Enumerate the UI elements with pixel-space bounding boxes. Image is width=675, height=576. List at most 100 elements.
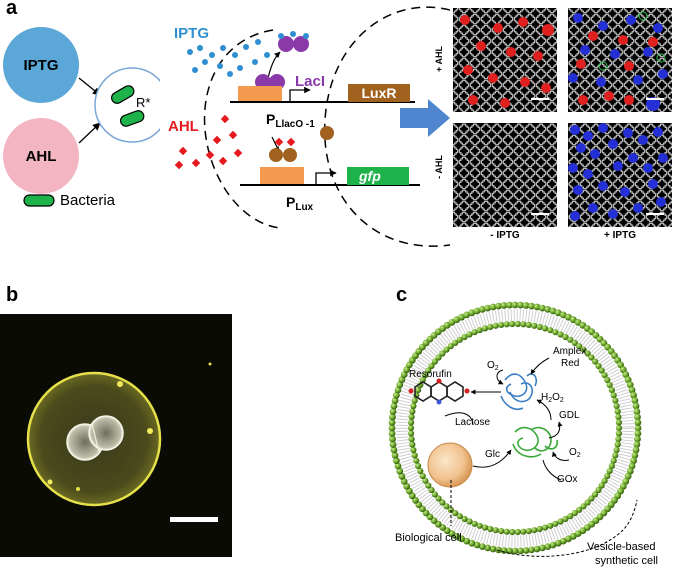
lipid-head-outer <box>398 376 406 384</box>
lipid-head-outer <box>628 462 636 470</box>
lipid-head-outer <box>631 452 639 459</box>
lipid-head-outer <box>634 413 641 421</box>
cell-outline-right <box>324 6 450 247</box>
lipid-head-outer <box>396 467 404 475</box>
lipid-head-inner <box>471 329 478 336</box>
lipid-head-inner <box>435 354 442 361</box>
fluor-spot-3 <box>47 479 53 485</box>
lipid-head-inner <box>410 402 417 410</box>
lipid-head-inner <box>552 329 559 336</box>
lipid-head-inner <box>514 320 521 328</box>
grid-row-label-minus-ahl: - AHL <box>434 155 444 179</box>
lipid-head-outer <box>393 391 400 399</box>
lipid-head-outer <box>517 547 524 555</box>
lipid-head-inner <box>408 430 415 437</box>
biological-cell-sphere <box>427 442 473 488</box>
lipid-head-inner <box>408 413 415 420</box>
lipid-head-inner <box>408 419 415 426</box>
lipid-head-outer <box>495 302 502 310</box>
ahl-circle <box>3 118 79 194</box>
o2-top-label: O2 <box>487 360 499 372</box>
lipid-head-outer <box>390 446 398 454</box>
lipid-head-inner <box>598 367 605 374</box>
gfp-box <box>347 167 409 185</box>
lipid-head-outer <box>549 307 557 315</box>
bacterium-1 <box>111 85 135 104</box>
lipid-head-inner <box>592 358 599 365</box>
promoter-llaco-label: PLlacO -1 <box>266 111 315 130</box>
lipid-head-inner <box>471 520 478 527</box>
amplex-label-2: Red <box>561 358 579 369</box>
lipid-head-outer <box>473 541 481 549</box>
cell-septum <box>91 423 100 453</box>
lipid-head-inner <box>431 358 438 365</box>
lipid-head-inner <box>415 387 422 394</box>
lipid-head-outer <box>391 397 399 404</box>
lipid-head-inner <box>413 457 420 464</box>
lipid-head-outer <box>622 371 630 378</box>
lipid-head-inner <box>447 343 454 350</box>
vesicle-label-1: Vesicle-based <box>587 541 656 553</box>
lipid-head-outer <box>630 457 637 465</box>
lipid-head-inner <box>525 321 532 328</box>
lipid-head-inner <box>487 323 494 331</box>
lipid-head-inner <box>610 392 617 399</box>
lipid-head-inner <box>531 322 538 329</box>
lipid-head-inner <box>439 350 446 357</box>
legend-bacterium-icon <box>23 194 55 207</box>
lipid-head-outer <box>458 313 465 321</box>
gdl-label: GDL <box>559 410 580 421</box>
lipid-head-inner <box>452 510 459 517</box>
lipid-head-inner <box>613 402 620 410</box>
microscopy-grid <box>453 8 672 227</box>
scale-bar-b <box>170 517 218 522</box>
lipid-head-outer <box>393 457 400 465</box>
promoter-llaco-sub: LlacO -1 <box>275 119 315 130</box>
lipid-head-inner <box>614 441 621 448</box>
lipid-head-outer <box>632 402 640 410</box>
lipid-head-inner <box>552 520 559 527</box>
lipid-head-inner <box>419 376 426 384</box>
lipid-head-outer <box>468 309 476 317</box>
biological-cell-label: Biological cell <box>395 532 462 544</box>
lipid-head-outer <box>389 435 396 443</box>
lipid-head-inner <box>615 413 622 420</box>
lipid-head-inner <box>498 528 505 535</box>
lipid-head-outer <box>559 537 567 545</box>
glc-label: Glc <box>485 449 500 460</box>
lipid-head-outer <box>554 309 562 317</box>
arrow-gdl <box>548 421 563 439</box>
lipid-head-outer <box>394 386 402 394</box>
lipid-head-inner <box>547 327 554 334</box>
lipid-head-inner <box>580 503 587 510</box>
lipid-head-inner <box>443 503 450 510</box>
lipid-head-outer <box>522 302 530 309</box>
lipid-head-inner <box>456 336 463 343</box>
lipid-head-inner <box>481 524 489 531</box>
lipid-head-inner <box>612 452 619 459</box>
membrane-inner-band <box>396 309 634 547</box>
tile-minus-ahl-minus-iptg <box>453 123 557 227</box>
lipid-head-inner <box>567 513 574 520</box>
lipid-head-inner <box>562 333 569 341</box>
lipid-head-inner <box>584 350 591 357</box>
lipid-head-inner <box>425 367 432 374</box>
lipid-head-outer <box>565 535 572 543</box>
lipid-head-inner <box>610 457 617 464</box>
lipid-head-inner <box>503 528 510 535</box>
tss-arrow-top <box>289 86 311 102</box>
lipid-head-outer <box>389 413 396 421</box>
cell-circle <box>94 67 160 143</box>
lipid-head-outer <box>544 306 552 313</box>
lipid-head-outer <box>398 472 406 480</box>
lipid-head-inner <box>447 506 454 513</box>
lipid-head-outer <box>388 424 396 432</box>
lipid-head-outer <box>634 424 642 432</box>
lipid-head-inner <box>580 346 587 353</box>
promoter-lux-sub: Lux <box>295 202 313 213</box>
lipid-head-inner <box>452 339 459 346</box>
lipid-head-outer <box>628 386 636 394</box>
arrow-lactose <box>444 412 474 425</box>
lipid-head-inner <box>567 336 574 343</box>
lipid-head-outer <box>554 539 562 547</box>
